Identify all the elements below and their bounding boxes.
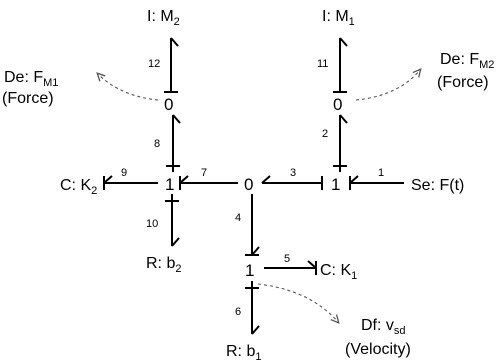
junction-1-left: 1 [165,175,174,194]
junction-0-center: 0 [244,175,253,194]
bond-4 [245,194,260,256]
bond-6 [245,281,260,335]
element-de-fm1-caption: (Force) [2,90,54,107]
bond-number-3: 3 [290,167,296,179]
bond-number-5: 5 [284,253,290,265]
detector-link-fm1 [98,74,159,101]
element-c-k2: C: K2 [60,177,97,197]
bond-number-9: 9 [121,167,127,179]
bond-12 [164,37,179,93]
bond-5 [264,260,317,275]
element-df-vsd: Df: vsd [361,317,406,337]
bond-number-6: 6 [235,306,241,318]
bond-number-1: 1 [378,167,384,179]
detector-link-fm2 [355,70,420,101]
bond-number-12: 12 [148,58,160,70]
bond-9 [103,175,158,190]
bond-number-10: 10 [146,218,158,230]
element-r-b2: R: b2 [146,255,181,275]
element-df-vsd-caption: (Velocity) [345,341,411,358]
bond-number-2: 2 [322,128,328,140]
junction-0-left: 0 [164,95,173,114]
bond-number-8: 8 [154,138,160,150]
junction-0-right: 0 [333,95,342,114]
element-i-m2: I: M2 [147,8,180,28]
element-de-fm1: De: FM1 [4,69,58,89]
bond-7 [179,175,238,190]
element-c-k1: C: K1 [320,262,357,282]
bond-number-11: 11 [317,58,328,70]
bond-2 [333,114,348,172]
bond-10 [165,194,180,247]
bond-number-4: 4 [235,212,241,224]
element-i-m1: I: M1 [322,8,355,28]
junction-1-right: 1 [331,175,340,194]
element-de-fm2-caption: (Force) [437,74,489,91]
bond-11 [333,37,348,93]
bond-1 [349,175,404,190]
element-de-fm2: De: FM2 [440,51,494,71]
bond-8 [166,114,181,172]
detector-link-vsd [257,283,338,322]
element-se-ft: Se: F(t) [411,177,464,194]
element-r-b1: R: b1 [226,343,261,362]
junction-1-lower: 1 [245,261,254,280]
bond-number-7: 7 [201,167,207,179]
bond-3 [261,175,323,190]
